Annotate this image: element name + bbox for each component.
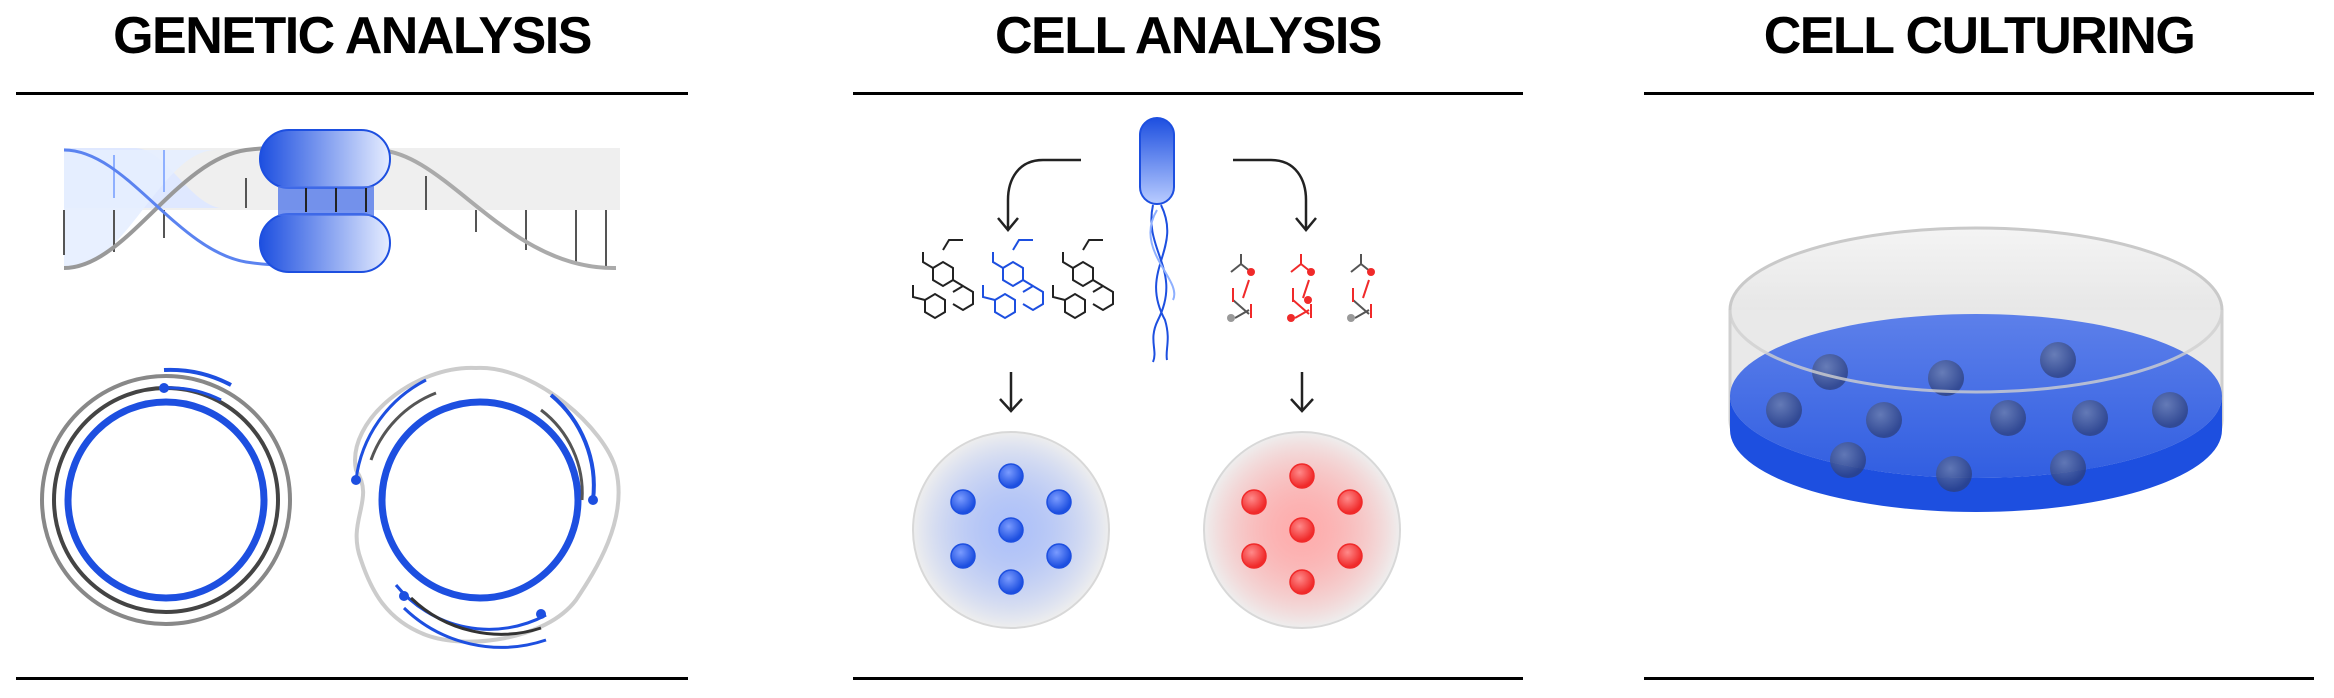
- column-title: CELL ANALYSIS: [995, 7, 1383, 65]
- top-divider: [853, 92, 1523, 95]
- plasmid-icon: [351, 365, 621, 649]
- dna-helix-icon: [63, 129, 620, 273]
- cell-culturing-illustration: [1728, 226, 2224, 512]
- arrow-down-icon: [999, 372, 1023, 413]
- column-cell-culturing: CELL CULTURING: [1644, 0, 2314, 698]
- bottom-divider: [853, 677, 1523, 680]
- top-divider: [16, 92, 688, 95]
- bottom-divider: [16, 677, 688, 680]
- column-genetic-analysis: GENETIC ANALYSIS: [16, 0, 688, 698]
- bacterium-icon: [1139, 117, 1176, 363]
- molecule-icon: [912, 239, 974, 320]
- arrow-left-curved-icon: [997, 158, 1081, 232]
- column-cell-analysis: CELL ANALYSIS: [853, 0, 1523, 698]
- petri-dish-icon: [1728, 226, 2224, 512]
- column-title: CELL CULTURING: [1763, 7, 2196, 65]
- plasmid-icon: [40, 367, 292, 626]
- genetic-analysis-illustration: [40, 129, 621, 649]
- cell-cluster-icon: [912, 431, 1110, 629]
- cell-cluster-icon: [1203, 431, 1401, 629]
- top-divider: [1644, 92, 2314, 95]
- molecule-icon: [1227, 254, 1375, 322]
- bottom-divider: [1644, 677, 2314, 680]
- arrow-down-icon: [1290, 372, 1314, 413]
- cell-analysis-illustration: [912, 117, 1401, 629]
- column-title: GENETIC ANALYSIS: [113, 7, 592, 65]
- arrow-right-curved-icon: [1233, 158, 1317, 232]
- molecule-icon: [1052, 239, 1114, 320]
- molecule-icon: [982, 239, 1044, 320]
